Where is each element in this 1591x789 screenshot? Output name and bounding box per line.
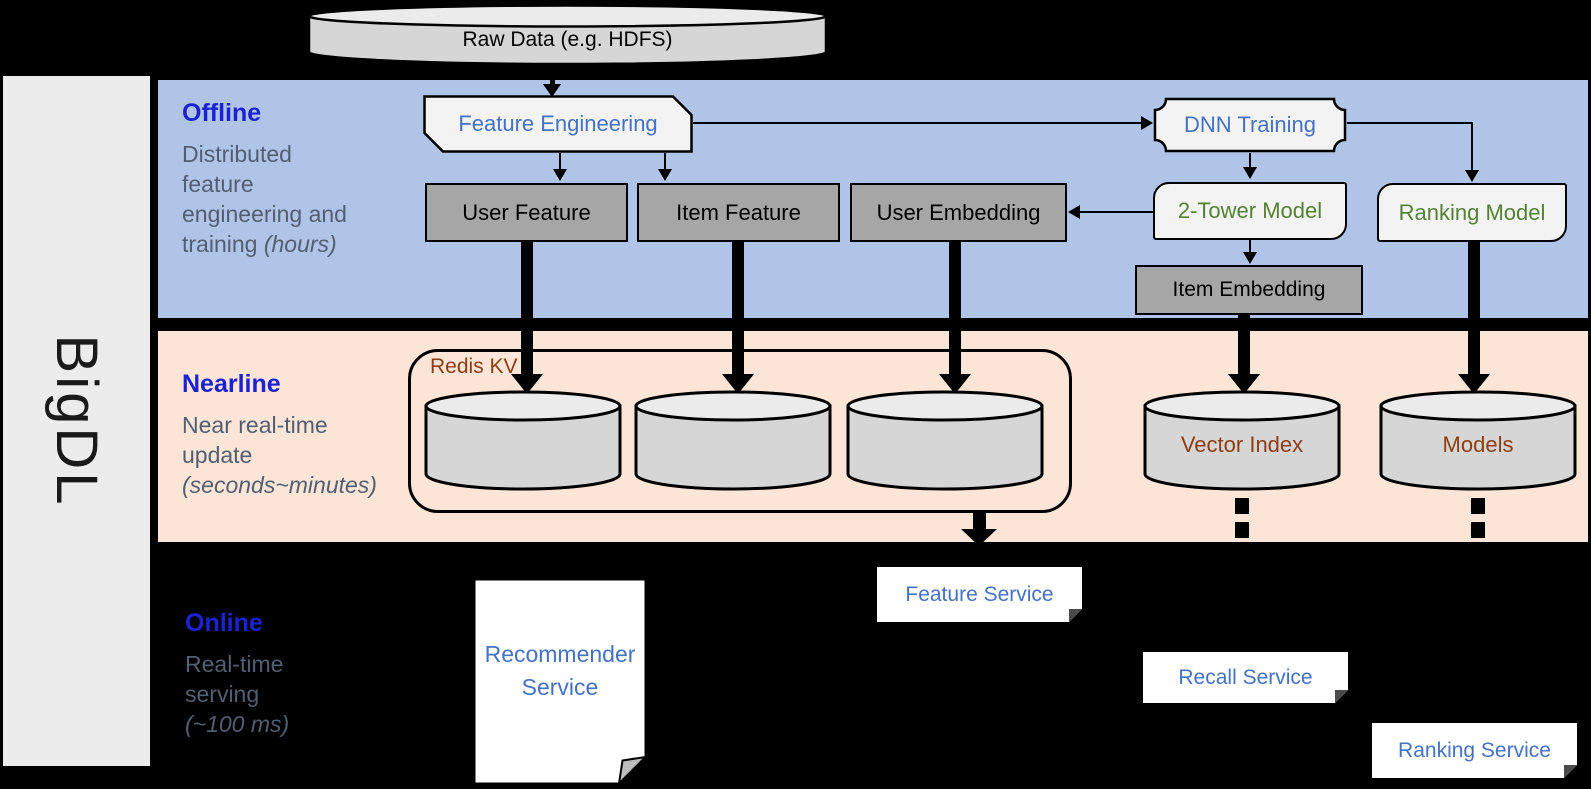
thick-arrow-userfeature-head <box>511 374 543 394</box>
item-embedding-label: Item Embedding <box>1172 278 1326 301</box>
arrow-rawdata-to-fe <box>550 66 555 86</box>
thick-arrow-itemembedding-head <box>1228 374 1260 394</box>
user-feature-label: User Feature <box>462 199 591 225</box>
stub-redis-to-featureservice <box>973 513 986 529</box>
user-feature-node: User Feature <box>425 183 628 242</box>
recommender-service-label: Recommender Service <box>484 641 636 700</box>
nearline-title: Nearline <box>182 370 281 398</box>
stubhead-redis-to-featureservice <box>961 529 997 546</box>
feature-engineering-node: Feature Engineering <box>423 95 693 153</box>
thick-arrow-rankingmodel-head <box>1458 374 1490 394</box>
line-dnn-to-twotower <box>1248 153 1252 168</box>
ranking-service-label: Ranking Service <box>1398 738 1551 762</box>
dash-models-1 <box>1471 498 1485 514</box>
arrowhead-rawdata-to-fe <box>543 84 561 97</box>
models-label: Models <box>1442 432 1514 457</box>
raw-data-label: Raw Data (e.g. HDFS) <box>462 28 673 51</box>
ranking-service-node: Ranking Service <box>1372 723 1577 778</box>
arrowhead-twotower-to-userembedding <box>1068 205 1080 219</box>
arrowhead-fe-to-dnn <box>1141 116 1153 130</box>
recommender-service-node: Recommender Service <box>473 578 649 787</box>
vector-index-store: Vector Index <box>1142 388 1342 492</box>
arrowhead-dnn-to-ranking <box>1465 170 1479 182</box>
ranking-model-node: Ranking Model <box>1377 183 1567 242</box>
feature-engineering-label: Feature Engineering <box>458 111 658 136</box>
brand-title: BigDL <box>44 334 109 508</box>
redis-store-2 <box>633 388 833 492</box>
nearline-description: Near real-time update (seconds~minutes) <box>182 412 377 498</box>
two-tower-model-node: 2-Tower Model <box>1153 182 1347 240</box>
process-shape-icon <box>423 95 693 153</box>
line-fe-to-userfeature <box>558 153 562 170</box>
database-cylinder-icon <box>307 4 828 66</box>
ranking-model-label: Ranking Model <box>1398 199 1546 225</box>
recall-service-label: Recall Service <box>1178 665 1313 689</box>
item-embedding-node: Item Embedding <box>1135 265 1363 315</box>
database-cylinder-icon <box>1143 390 1341 491</box>
line-twotower-to-userembedding <box>1080 210 1153 213</box>
line-dnn-to-ranking-h <box>1347 121 1473 125</box>
document-shape-icon <box>473 578 649 787</box>
item-feature-node: Item Feature <box>637 183 840 242</box>
database-cylinder-icon <box>424 390 622 491</box>
ranking-service-fold-icon <box>1564 765 1577 778</box>
redis-store-3 <box>845 388 1045 492</box>
online-description: Real-time serving (~100 ms) <box>185 651 290 737</box>
dash-models-2 <box>1471 522 1485 538</box>
database-cylinder-icon <box>1379 390 1577 491</box>
dash-vectorindex-1 <box>1235 498 1249 514</box>
dash-vectorindex-2 <box>1235 522 1249 538</box>
recall-service-node: Recall Service <box>1143 652 1348 703</box>
user-embedding-label: User Embedding <box>876 199 1041 225</box>
arrowhead-dnn-to-twotower <box>1243 167 1257 179</box>
raw-data-store: Raw Data (e.g. HDFS) <box>306 3 829 66</box>
recall-service-fold-icon <box>1335 690 1348 703</box>
thick-arrow-userfeature-shaft <box>521 242 533 376</box>
line-dnn-to-ranking-v <box>1470 121 1473 172</box>
feature-service-fold-icon <box>1069 609 1082 622</box>
line-fe-to-itemfeature <box>663 153 667 170</box>
line-fe-to-dnn <box>693 121 1141 125</box>
database-cylinder-icon <box>846 390 1044 491</box>
feature-service-node: Feature Service <box>877 567 1082 622</box>
arrowhead-twotower-to-itemembedding <box>1243 252 1257 264</box>
dnn-training-label: DNN Training <box>1183 112 1317 137</box>
offline-title: Offline <box>182 99 262 127</box>
arrowhead-fe-to-userfeature <box>553 169 567 181</box>
database-cylinder-icon <box>634 390 832 491</box>
thick-arrow-itemfeature-shaft <box>732 242 744 376</box>
thick-arrow-userembedding-head <box>939 374 971 394</box>
arrowhead-fe-to-itemfeature <box>658 169 672 181</box>
two-tower-model-label: 2-Tower Model <box>1177 198 1323 223</box>
feature-service-label: Feature Service <box>905 582 1054 606</box>
models-store: Models <box>1378 388 1578 492</box>
online-title: Online <box>185 609 263 637</box>
dnn-training-node: DNN Training <box>1153 97 1347 153</box>
item-feature-label: Item Feature <box>676 199 801 225</box>
offline-description: Distributed feature engineering and trai… <box>182 141 347 257</box>
thick-arrow-itemembedding-shaft <box>1238 315 1250 376</box>
line-twotower-to-itemembedding <box>1248 240 1252 253</box>
thick-arrow-rankingmodel-shaft <box>1468 242 1480 376</box>
redis-kv-label: Redis KV <box>430 355 518 378</box>
user-embedding-node: User Embedding <box>850 183 1067 242</box>
plaque-shape-icon <box>1153 97 1347 153</box>
thick-arrow-itemfeature-head <box>722 374 754 394</box>
vector-index-label: Vector Index <box>1180 432 1304 457</box>
redis-store-1 <box>423 388 623 492</box>
brand-sidebar: BigDL <box>3 76 150 766</box>
thick-arrow-userembedding-shaft <box>949 242 961 376</box>
